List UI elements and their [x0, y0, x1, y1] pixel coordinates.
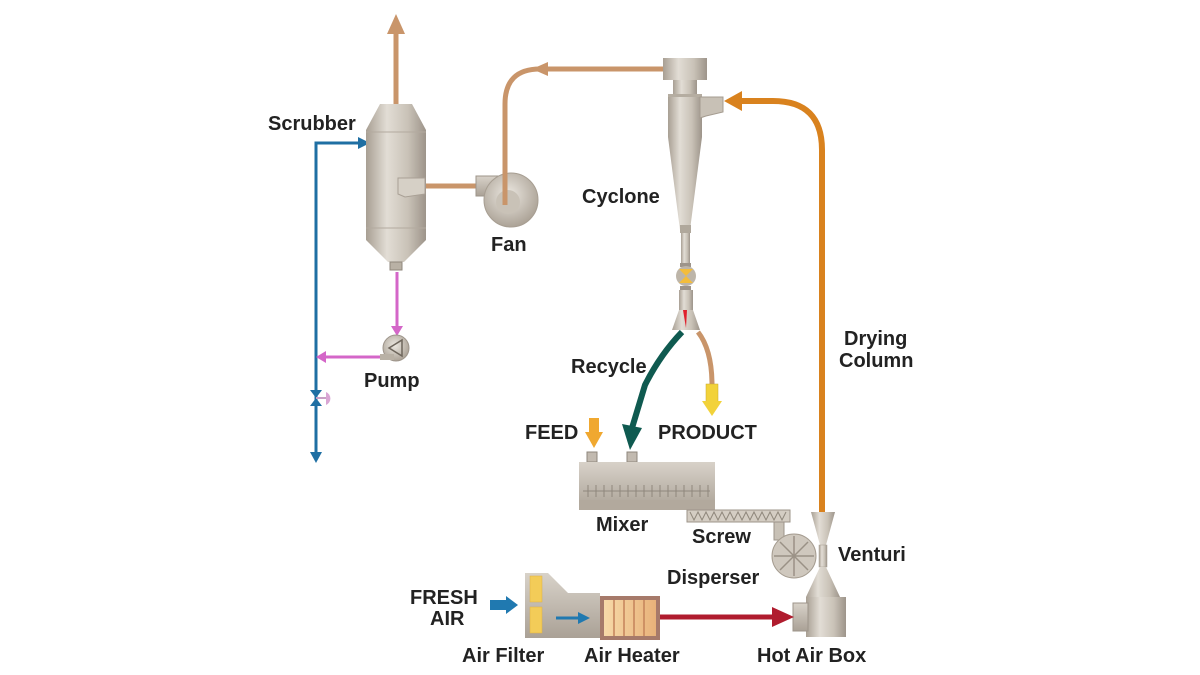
- scrubber-water-line: [310, 137, 370, 463]
- exhaust-stack-line: [387, 14, 405, 104]
- mixer: [579, 451, 715, 510]
- screw-label: Screw: [692, 526, 751, 548]
- venturi: [806, 512, 840, 597]
- disperser: [771, 533, 817, 579]
- drying-column-label-line2: Column: [839, 350, 913, 372]
- cyclone: [663, 58, 724, 330]
- drying-column-label-line1: Drying: [844, 328, 907, 350]
- gate-valve-icon: [310, 390, 331, 406]
- arrow-down-icon: [310, 452, 322, 463]
- hot-air-box: [792, 597, 846, 637]
- recycle-line: [622, 329, 685, 450]
- arrow-right-icon: [772, 607, 794, 627]
- screw-conveyor: [686, 509, 791, 541]
- arrow-down-icon: [622, 424, 642, 450]
- cyclone-label: Cyclone: [582, 186, 660, 208]
- mixer-label: Mixer: [596, 514, 648, 536]
- arrow-left-icon: [532, 62, 548, 76]
- fresh-air-label-line2: AIR: [430, 608, 465, 630]
- scrubber-label: Scrubber: [268, 113, 356, 135]
- rotary-valve-icon: [676, 263, 696, 290]
- cyclone-to-fan-line: [502, 62, 663, 205]
- arrow-left-icon: [724, 91, 742, 111]
- arrow-right-icon: [358, 137, 370, 149]
- fresh-air-label-line1: FRESH: [410, 587, 478, 609]
- drying-column-line: [724, 91, 825, 512]
- air-filter: [525, 573, 600, 638]
- air-heater-label: Air Heater: [584, 645, 680, 667]
- feed-inlet: [585, 418, 603, 448]
- product-outlet: [702, 383, 722, 416]
- hot-air-box-label: Hot Air Box: [757, 645, 866, 667]
- arrow-up-icon: [387, 14, 405, 34]
- feed-label: FEED: [525, 422, 578, 444]
- slurry-line: [316, 272, 403, 363]
- air-filter-label: Air Filter: [462, 645, 544, 667]
- cyclone-to-product-line: [695, 330, 715, 386]
- disperser-label: Disperser: [667, 567, 759, 589]
- scrubber: [366, 104, 426, 271]
- pump-label: Pump: [364, 370, 420, 392]
- fan-label: Fan: [491, 234, 527, 256]
- pump: [380, 334, 410, 362]
- hot-air-line: [660, 607, 794, 627]
- product-label: PRODUCT: [658, 422, 757, 444]
- recycle-label: Recycle: [571, 356, 647, 378]
- fan: [475, 110, 539, 228]
- fresh-air-arrow: [490, 596, 518, 614]
- air-heater: [600, 596, 660, 640]
- venturi-label: Venturi: [838, 544, 906, 566]
